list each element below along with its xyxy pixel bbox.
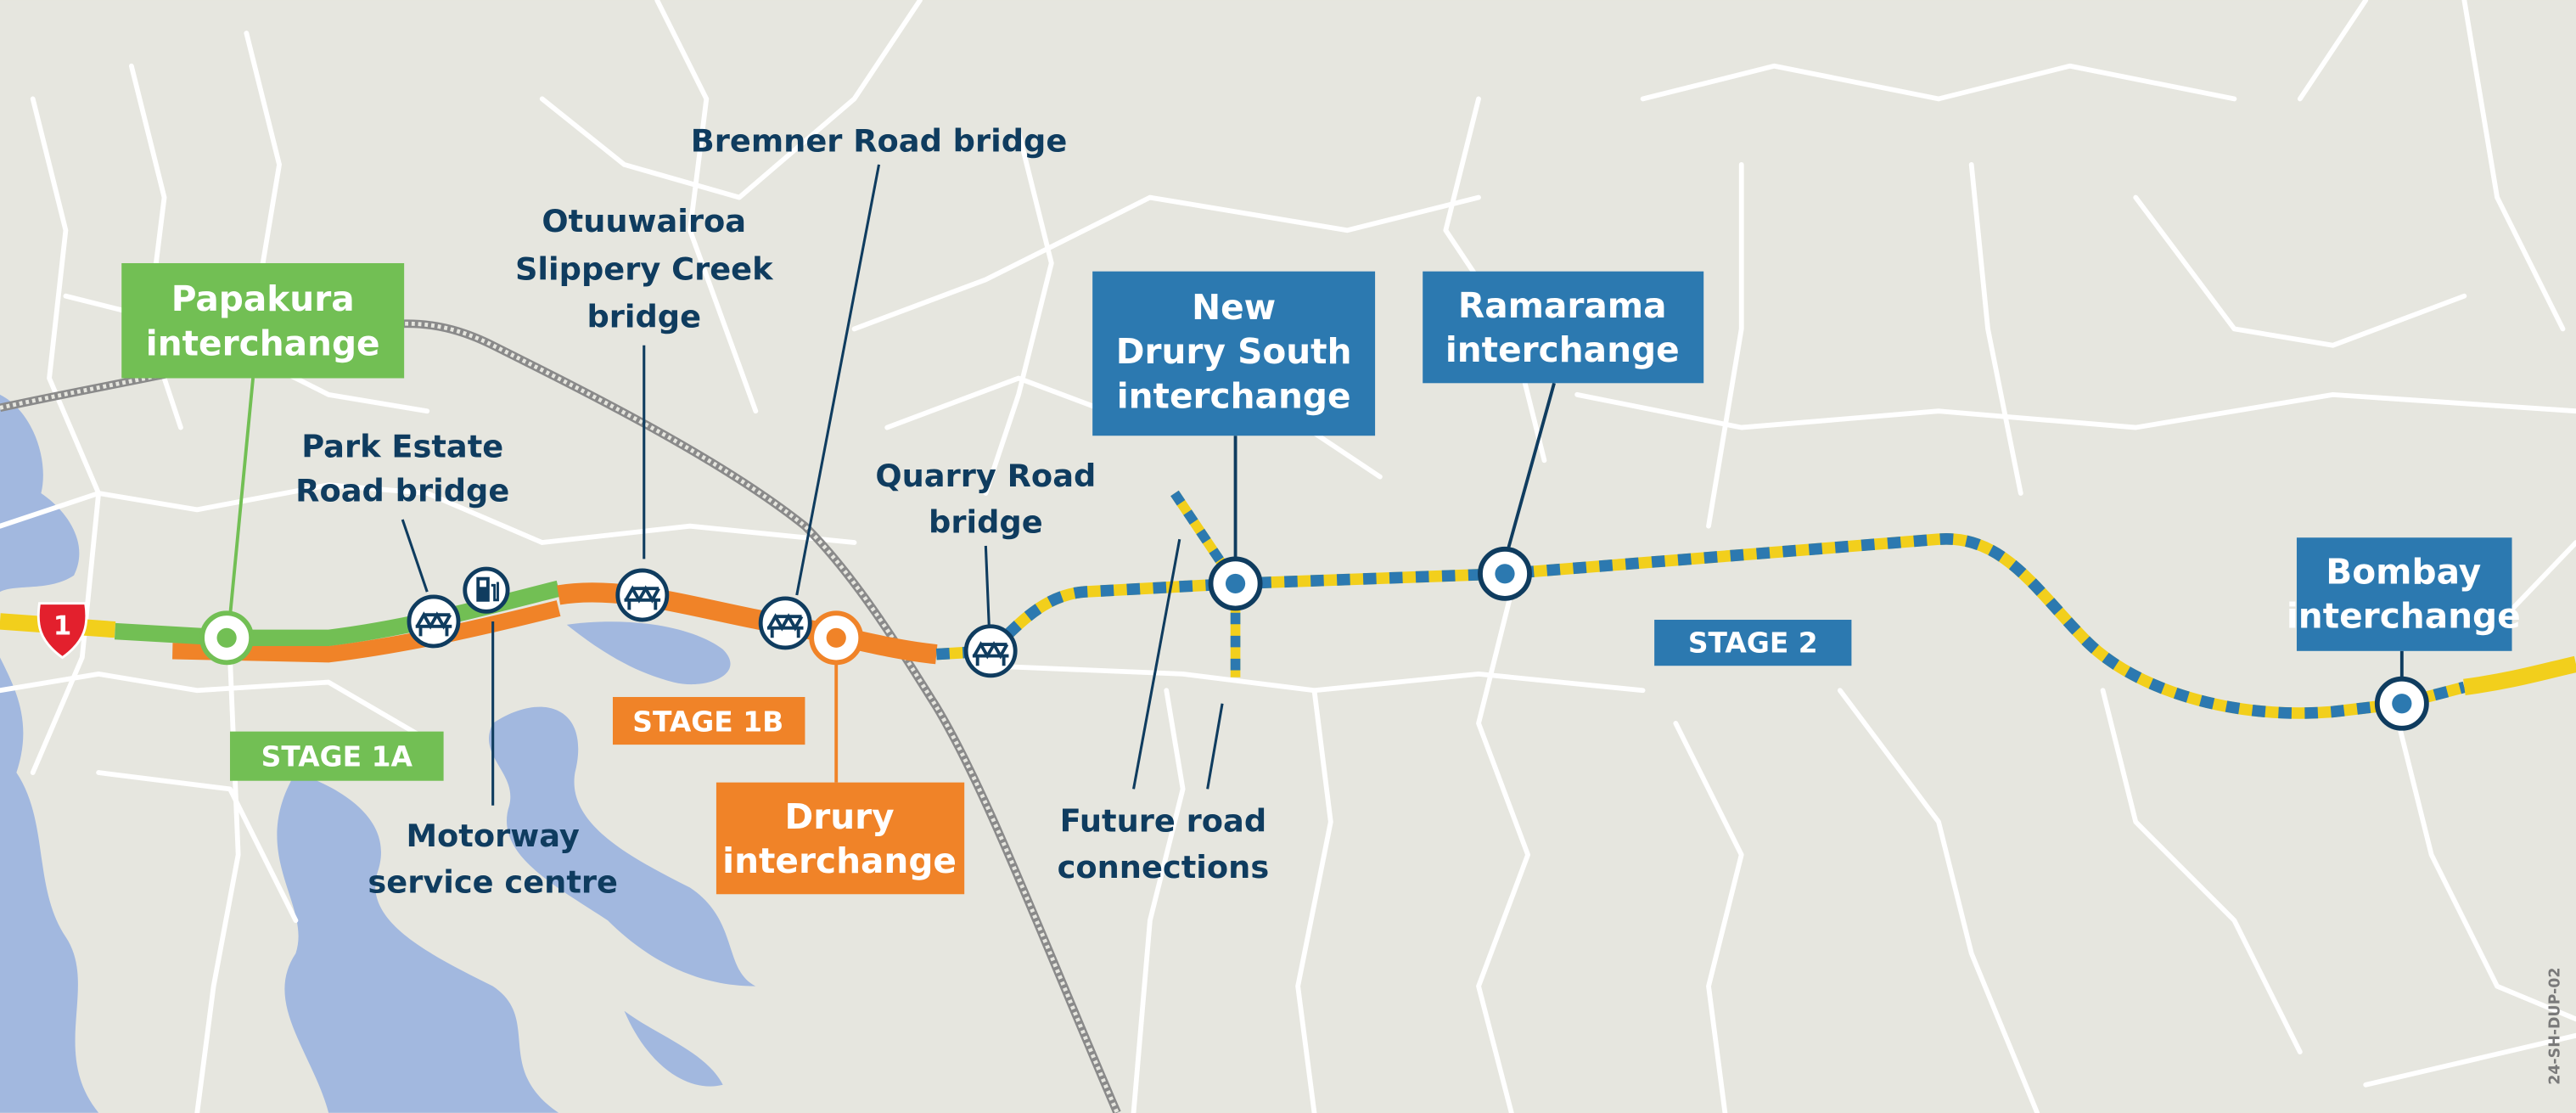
svg-text:Drury: Drury bbox=[784, 796, 894, 837]
svg-text:Ramarama: Ramarama bbox=[1458, 285, 1667, 326]
svg-text:Quarry Road: Quarry Road bbox=[875, 458, 1096, 494]
svg-text:interchange: interchange bbox=[722, 840, 957, 881]
svg-text:Future road: Future road bbox=[1060, 803, 1267, 840]
harbour-water bbox=[0, 394, 756, 1113]
svg-text:Bremner Road bridge: Bremner Road bridge bbox=[691, 122, 1068, 159]
stage-2-label: STAGE 2 bbox=[1654, 620, 1852, 666]
future-road-connection bbox=[1170, 490, 1241, 677]
ramarama-interchange-label[interactable]: Ramarama interchange bbox=[1423, 271, 1704, 384]
svg-text:STAGE 2: STAGE 2 bbox=[1688, 627, 1818, 660]
drury-interchange-label[interactable]: Drury interchange bbox=[716, 782, 965, 895]
svg-text:Park Estate: Park Estate bbox=[301, 428, 503, 464]
new-drury-south-interchange-label[interactable]: New Drury South interchange bbox=[1092, 271, 1376, 436]
bridge-icon[interactable] bbox=[966, 627, 1015, 676]
svg-text:service centre: service centre bbox=[368, 863, 618, 900]
bombay-interchange-label[interactable]: Bombay interchange bbox=[2287, 537, 2521, 651]
map-reference-code: 24-SH-DUP-02 bbox=[2547, 968, 2564, 1085]
bridge-icon[interactable] bbox=[618, 571, 667, 620]
interchange-marker-icon[interactable] bbox=[2374, 676, 2429, 731]
interchange-marker-icon[interactable] bbox=[199, 610, 255, 666]
stage-1a-label: STAGE 1A bbox=[229, 731, 444, 781]
bridge-icon[interactable] bbox=[409, 597, 458, 646]
interchange-marker-icon[interactable] bbox=[809, 610, 864, 666]
svg-text:Road bridge: Road bridge bbox=[295, 473, 509, 509]
bridge-icon[interactable] bbox=[760, 599, 810, 648]
state-highway-shield-icon: 1 bbox=[36, 602, 88, 660]
svg-text:Papakura: Papakura bbox=[171, 278, 355, 319]
bremner-road-bridge-label: Bremner Road bridge bbox=[691, 122, 1068, 159]
svg-text:connections: connections bbox=[1058, 849, 1270, 885]
svg-text:bridge: bridge bbox=[586, 298, 701, 334]
svg-text:Drury South: Drury South bbox=[1116, 331, 1352, 372]
motorway-service-centre-label: Motorway service centre bbox=[368, 818, 618, 900]
park-estate-road-bridge-label: Park Estate Road bridge bbox=[295, 428, 509, 509]
stage-2-line-dash bbox=[935, 533, 2467, 719]
svg-text:1: 1 bbox=[53, 610, 72, 641]
svg-text:STAGE 1A: STAGE 1A bbox=[261, 739, 413, 773]
fuel-pump-icon[interactable] bbox=[463, 566, 510, 614]
svg-text:interchange: interchange bbox=[1445, 329, 1680, 370]
svg-text:Slippery Creek: Slippery Creek bbox=[515, 250, 774, 287]
svg-text:New: New bbox=[1192, 287, 1276, 328]
existing-sh1-south bbox=[2463, 655, 2576, 695]
svg-text:Bombay: Bombay bbox=[2326, 551, 2481, 592]
svg-text:interchange: interchange bbox=[1117, 375, 1351, 416]
papakura-interchange-label[interactable]: Papakura interchange bbox=[121, 262, 405, 379]
quarry-road-bridge-label: Quarry Road bridge bbox=[875, 458, 1096, 540]
otuuwairoa-bridge-label: Otuuwairoa Slippery Creek bridge bbox=[515, 203, 774, 334]
label-pointers bbox=[228, 164, 2404, 806]
svg-text:Otuuwairoa: Otuuwairoa bbox=[542, 203, 746, 239]
stage-1b-label: STAGE 1B bbox=[612, 696, 805, 745]
interchange-marker-icon[interactable] bbox=[1478, 546, 1532, 601]
future-road-connections-label: Future road connections bbox=[1058, 803, 1270, 885]
svg-text:interchange: interchange bbox=[146, 323, 380, 363]
interchange-marker-icon[interactable] bbox=[1208, 556, 1263, 611]
svg-text:bridge: bridge bbox=[929, 503, 1043, 540]
svg-text:interchange: interchange bbox=[2287, 596, 2521, 637]
svg-text:STAGE 1B: STAGE 1B bbox=[632, 705, 783, 739]
svg-text:Motorway: Motorway bbox=[406, 818, 579, 854]
